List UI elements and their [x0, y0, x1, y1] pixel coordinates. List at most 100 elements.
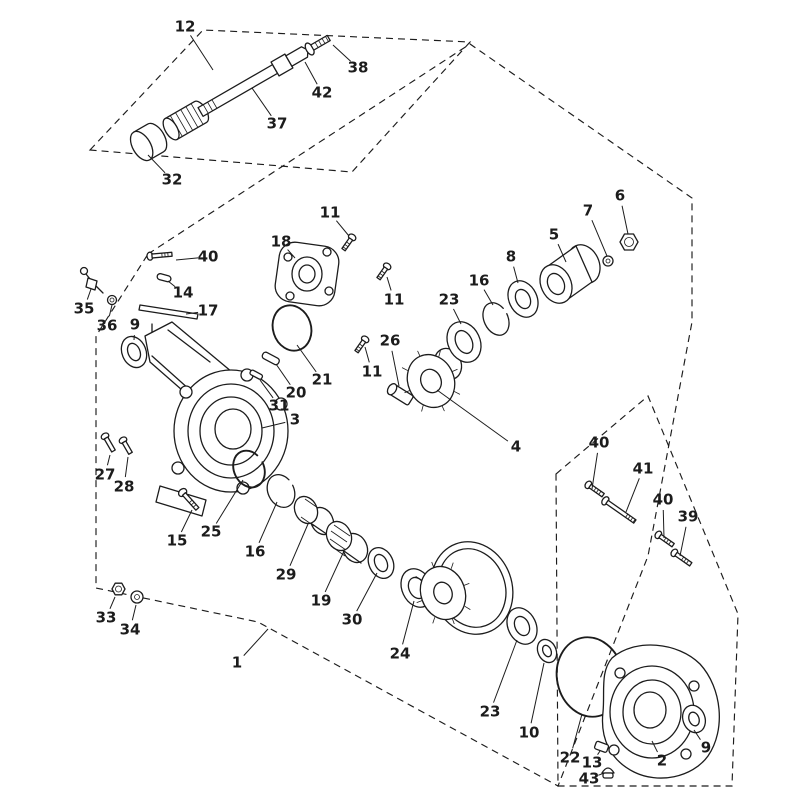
leader-line	[106, 454, 111, 466]
part-number-label: 17	[198, 302, 219, 320]
part-number-label: 14	[173, 284, 194, 302]
part-number-label: 27	[95, 466, 116, 484]
yoke-42	[285, 46, 309, 67]
leader-line	[621, 205, 629, 235]
pin-14	[156, 273, 172, 283]
seal-9-front	[120, 335, 148, 369]
pinion-bearing-stack	[446, 233, 639, 363]
part-number-label: 34	[120, 621, 141, 639]
leader-line	[453, 308, 462, 325]
rear-bearing-stack	[506, 607, 625, 718]
part-number-label: 32	[162, 171, 183, 189]
part-number-label: 40	[653, 491, 674, 509]
leader-line	[693, 729, 701, 740]
leader-line	[386, 276, 392, 291]
washer-bolt-28	[118, 436, 133, 455]
leader-line	[483, 289, 494, 306]
ring-gear	[415, 541, 514, 635]
part-number-label: 2	[657, 752, 667, 770]
rear-housing	[593, 644, 720, 779]
main-boundary-box	[95, 43, 693, 787]
washer-34	[130, 590, 144, 604]
right-boundary-box	[555, 395, 739, 787]
part-number-label: 30	[342, 611, 363, 629]
part-number-label: 12	[175, 18, 196, 36]
left-fasteners	[79, 251, 207, 604]
top-boundary-box	[88, 29, 472, 173]
part-number-label: 15	[167, 532, 188, 550]
front-housing	[120, 321, 289, 495]
leader-line	[597, 750, 601, 755]
part-number-label: 39	[678, 508, 699, 526]
leader-line	[261, 421, 286, 429]
leader-line	[662, 509, 665, 539]
leader-line	[124, 456, 129, 478]
leader-line	[258, 501, 278, 544]
part-number-label: 36	[97, 317, 118, 335]
part-number-label: 9	[701, 739, 711, 757]
part-number-label: 13	[582, 754, 603, 772]
leader-line	[109, 596, 116, 610]
snap-ring-25	[232, 449, 266, 489]
shaft-37	[197, 64, 279, 117]
leader-line	[364, 346, 370, 363]
stud-bolt-11a	[341, 233, 357, 252]
bearing-cover-group	[249, 233, 392, 380]
part-number-label: 40	[198, 248, 219, 266]
part-number-label: 22	[560, 749, 581, 767]
leader-line	[436, 389, 509, 442]
bearing-23b	[506, 607, 538, 645]
leader-line	[557, 243, 567, 263]
part-number-label: 40	[589, 434, 610, 452]
washer-36	[106, 294, 118, 306]
part-number-label: 31	[269, 397, 290, 415]
bolt-40-lower	[654, 530, 675, 548]
leader-line	[591, 220, 608, 257]
leader-line	[296, 344, 317, 373]
housing-bolts-right	[584, 480, 693, 567]
snap-ring-16	[482, 302, 510, 336]
leader-line	[251, 87, 272, 117]
washer-10	[536, 638, 558, 664]
part-number-label: 23	[439, 291, 460, 309]
part-number-label: 19	[311, 592, 332, 610]
leader-line	[493, 639, 518, 703]
leader-line	[287, 249, 296, 259]
part-number-label: 26	[380, 332, 401, 350]
driveshaft-assembly	[129, 34, 331, 162]
o-ring-21	[271, 304, 313, 352]
leader-line	[513, 266, 519, 284]
part-number-label: 11	[320, 204, 341, 222]
plug-43	[601, 767, 615, 779]
leader-line	[185, 311, 199, 315]
leader-line	[167, 280, 176, 288]
leader-line	[289, 523, 309, 567]
cap-32	[129, 130, 154, 162]
drain-plug-13	[593, 740, 610, 753]
dowel-pin-20	[261, 351, 280, 366]
leader-line	[572, 713, 583, 749]
ring-16b	[266, 473, 296, 509]
part-number-label: 42	[312, 84, 333, 102]
leader-line	[215, 479, 244, 524]
bearing-carrier-5	[539, 244, 601, 304]
leader-line	[625, 478, 640, 513]
part-number-label: 23	[480, 703, 501, 721]
part-number-label: 11	[362, 363, 383, 381]
bushing-19	[325, 520, 369, 564]
part-number-label: 7	[583, 202, 593, 220]
leader-line	[243, 628, 269, 656]
bearing-23	[446, 321, 482, 363]
part-number-label: 5	[549, 226, 559, 244]
part-number-label: 25	[201, 523, 222, 541]
part-number-label: 6	[615, 187, 625, 205]
part-number-label: 20	[286, 384, 307, 402]
part-number-label: 29	[276, 566, 297, 584]
part-number-label: 33	[96, 609, 117, 627]
part-number-label: 37	[267, 115, 288, 133]
bolt-40-upper	[584, 480, 605, 498]
bolt-41	[601, 496, 637, 524]
